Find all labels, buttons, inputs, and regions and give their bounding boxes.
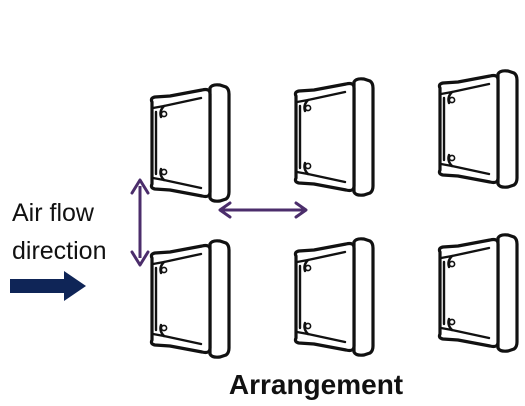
chair-row2-col2 — [293, 237, 375, 357]
column-spacing-arrow — [218, 201, 308, 219]
chair-row2-col1 — [149, 239, 231, 359]
chair-row1-col3 — [437, 69, 519, 189]
chair-row1-col1 — [149, 83, 231, 203]
chair-icon — [293, 237, 375, 357]
airflow-arrow — [10, 271, 86, 301]
chair-icon — [293, 77, 375, 197]
chair-icon — [149, 83, 231, 203]
chair-row1-col2 — [293, 77, 375, 197]
airflow-label-line2: direction — [12, 237, 107, 265]
row-spacing-arrow — [130, 178, 150, 267]
chair-row2-col3 — [437, 233, 519, 353]
chair-icon — [437, 233, 519, 353]
chair-icon — [149, 239, 231, 359]
chair-icon — [437, 69, 519, 189]
airflow-label-line1: Air flow — [12, 199, 95, 227]
diagram-caption: Arrangement — [229, 369, 403, 400]
